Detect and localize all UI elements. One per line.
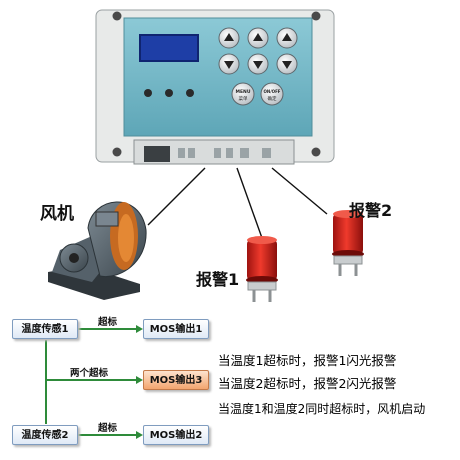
wire-alarm2 [271, 167, 328, 215]
mounting-holes [112, 11, 321, 157]
wire-fan [147, 167, 206, 226]
flow-arrows [45, 325, 143, 439]
edge-label-both: 两个超标 [70, 368, 109, 379]
out1-box: MOS输出1 [143, 319, 209, 339]
fan-image [48, 201, 147, 300]
terminal-block [133, 139, 295, 165]
arrow-glyphs [224, 33, 292, 69]
menu-button-line2: 菜单 [239, 95, 248, 102]
alarm1-image [246, 236, 278, 302]
out3-box: MOS输出3 [143, 370, 209, 390]
sensor2-box: 温度传感2 [12, 425, 78, 445]
edge-label-over1: 超标 [98, 317, 118, 328]
fan-label: 风机 [40, 204, 74, 224]
lcd-display [139, 34, 199, 62]
note-3: 当温度1和温度2同时超标时，风机启动 [218, 402, 426, 416]
menu-button-line1: MENU [236, 89, 251, 95]
note-2: 当温度2超标时，报警2闪光报警 [218, 376, 397, 391]
edge-label-over2: 超标 [98, 423, 118, 434]
controller: MENU 菜单 ON/OFF 确定 [95, 9, 335, 165]
out2-box: MOS输出2 [143, 425, 209, 445]
alarm1-label: 报警1 [196, 270, 240, 289]
arrow-buttons [218, 27, 298, 106]
wires [147, 167, 328, 239]
sensor1-box: 温度传感1 [12, 319, 78, 339]
wire-alarm1 [236, 167, 263, 239]
alarm2-label: 报警2 [349, 201, 393, 220]
ok-button-line2: 确定 [268, 95, 277, 102]
ok-button-line1: ON/OFF [263, 89, 280, 94]
alarm2-image [332, 210, 364, 276]
note-1: 当温度1超标时，报警1闪光报警 [218, 353, 397, 368]
indicator-leds [144, 89, 194, 97]
